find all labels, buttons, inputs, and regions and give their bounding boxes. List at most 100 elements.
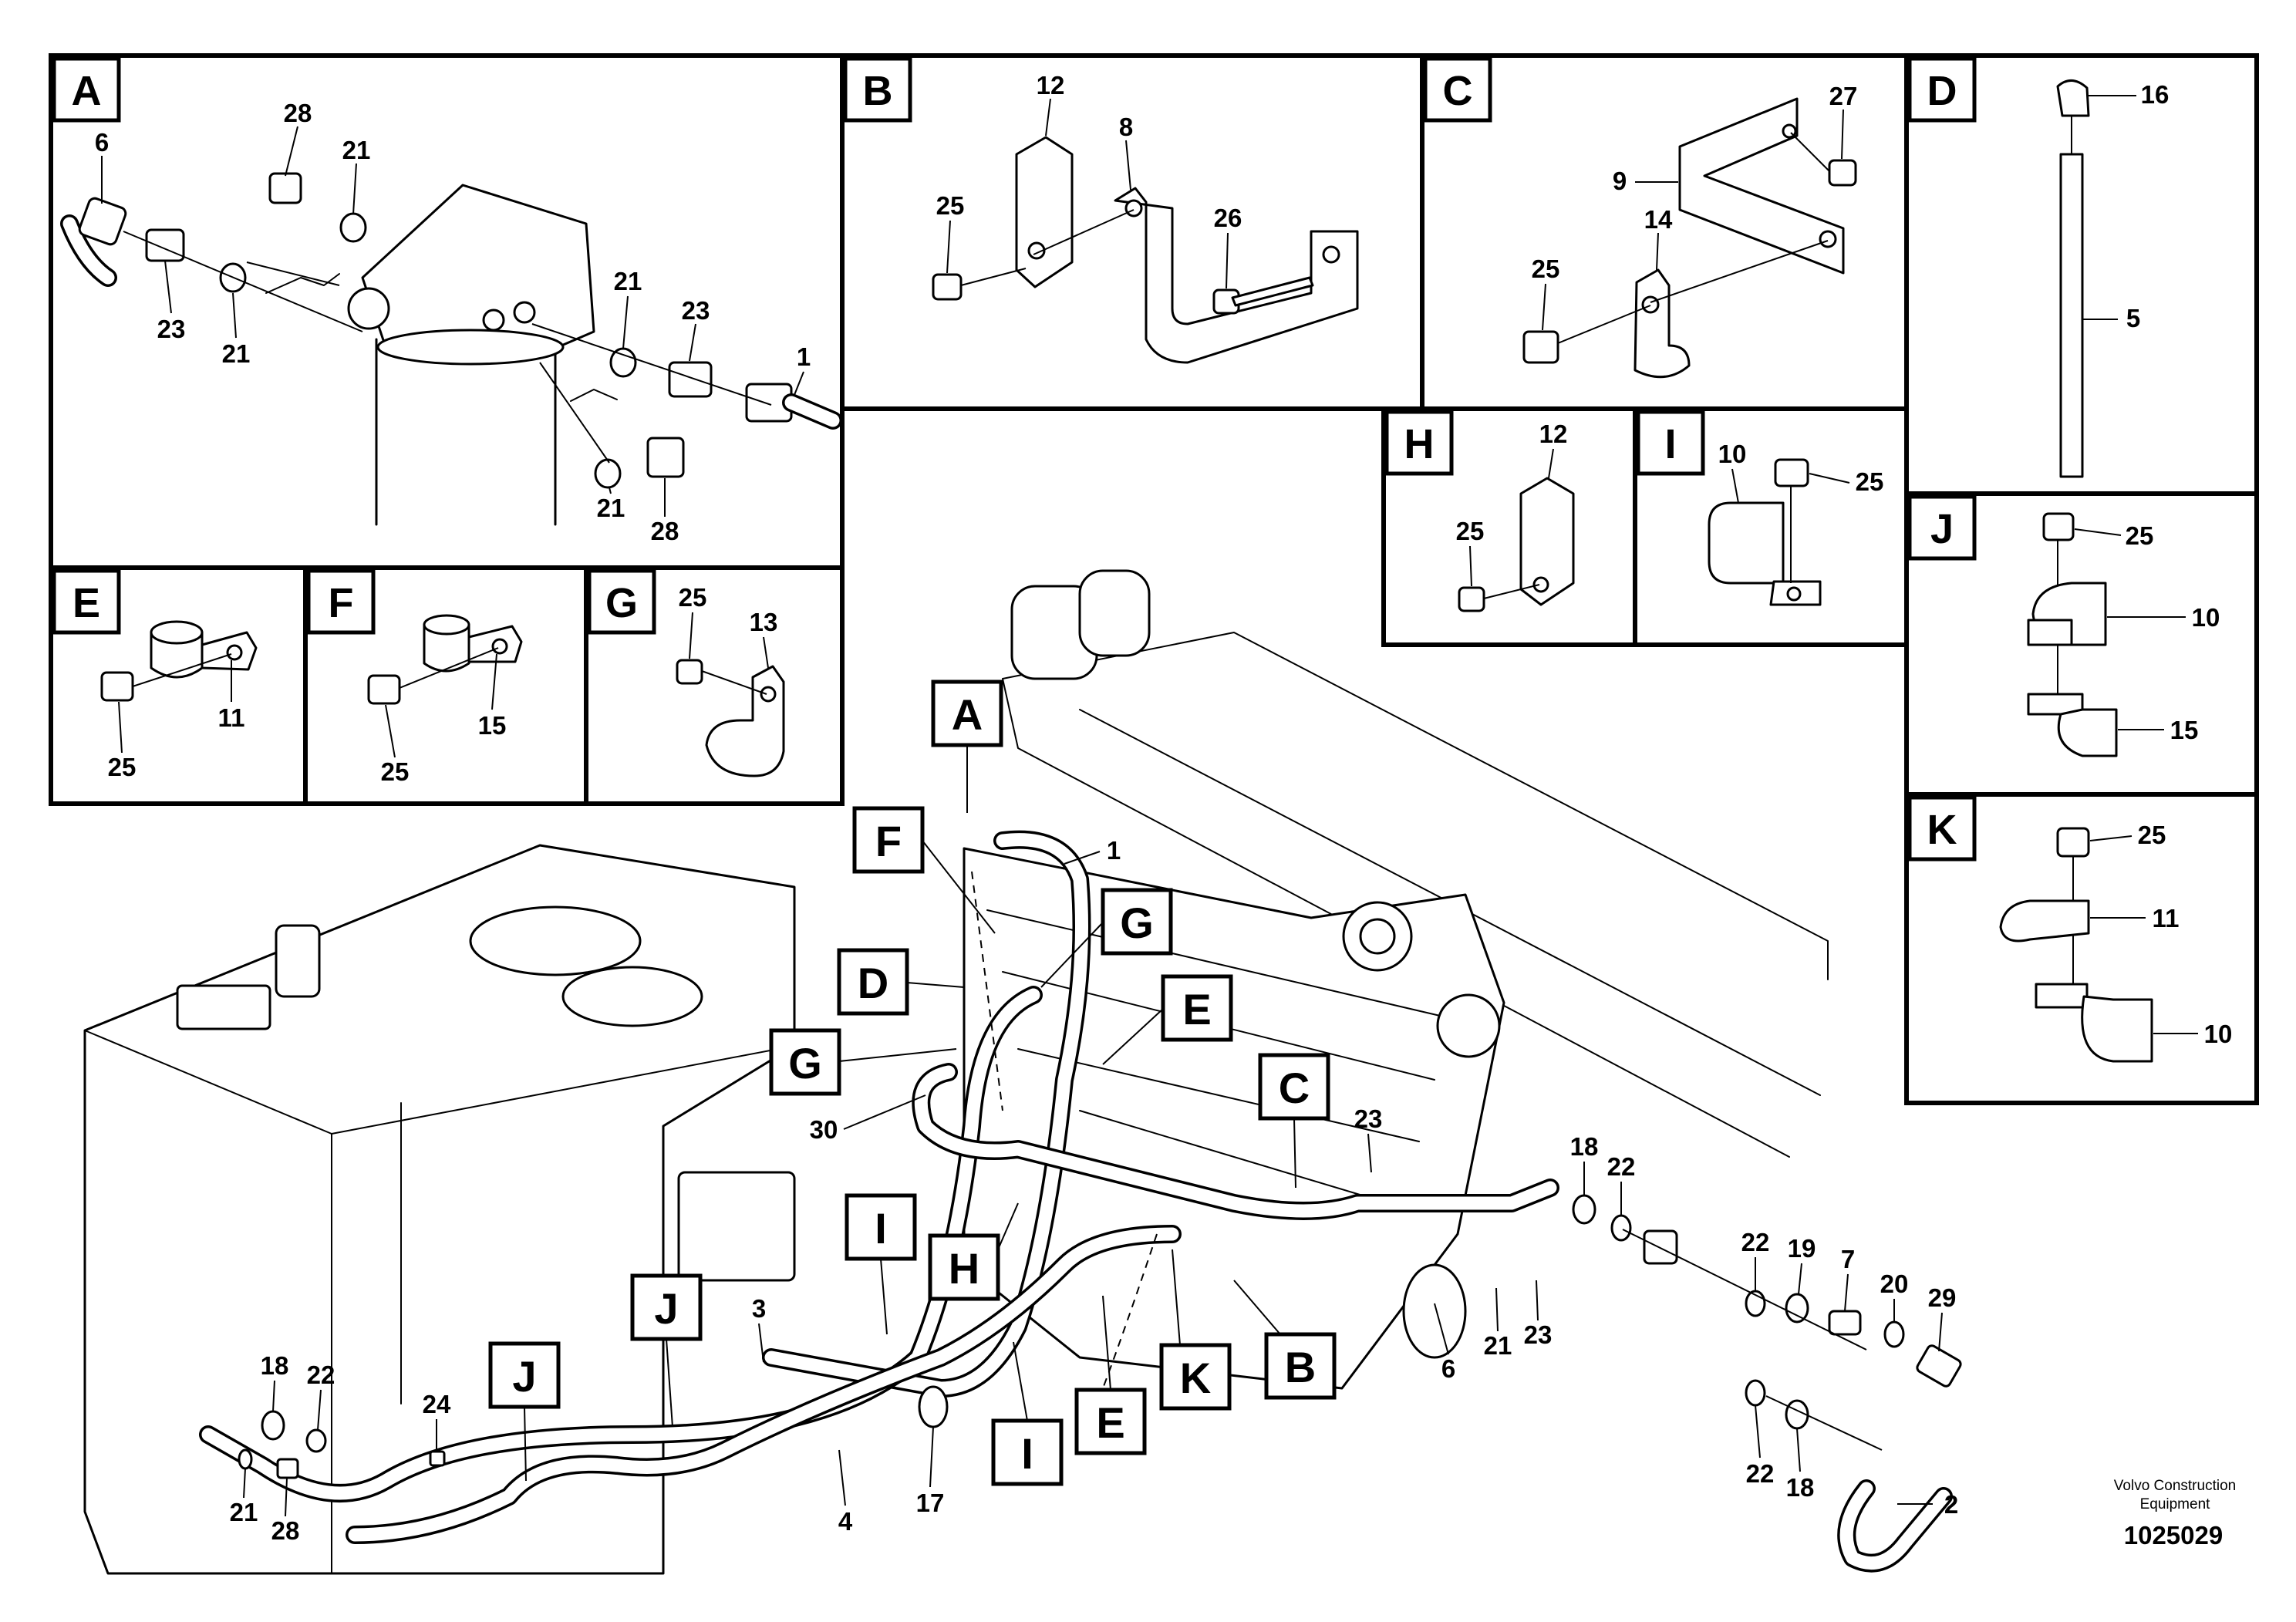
panel-b-letter: B xyxy=(863,68,893,114)
screw-25-c xyxy=(1522,330,1559,364)
callout-c-14: 14 xyxy=(1644,205,1673,234)
screw-27 xyxy=(1828,159,1857,187)
location-label-e-upper: E xyxy=(1182,985,1211,1034)
callout-d-16: 16 xyxy=(2141,80,2170,109)
location-label-k: K xyxy=(1180,1354,1211,1402)
callout-main-21-left: 21 xyxy=(230,1498,258,1526)
callout-b-12: 12 xyxy=(1037,71,1065,99)
filter-port-1 xyxy=(482,309,505,332)
panel-i-letter: I xyxy=(1664,421,1676,467)
washer-21-top xyxy=(339,212,367,243)
callout-h-12: 12 xyxy=(1539,420,1568,448)
location-label-h: H xyxy=(949,1244,979,1293)
callout-main-21: 21 xyxy=(1484,1331,1512,1360)
screw-25-j xyxy=(2042,512,2075,541)
callout-a-28-bottom: 28 xyxy=(651,517,679,545)
filter-bowl-top xyxy=(376,329,565,366)
location-label-f: F xyxy=(875,817,902,865)
callout-a-21-bottom: 21 xyxy=(597,494,625,522)
adapter-23-left xyxy=(145,228,185,262)
filter-body xyxy=(375,338,557,526)
location-label-g-lower: G xyxy=(788,1039,822,1088)
callout-main-18-left: 18 xyxy=(261,1351,289,1380)
callout-f-15: 15 xyxy=(478,711,507,740)
clip-24 xyxy=(429,1450,446,1467)
callout-main-6: 6 xyxy=(1441,1354,1455,1383)
callout-c-27: 27 xyxy=(1829,82,1858,110)
callout-a-1: 1 xyxy=(797,342,811,371)
panel-c-letter: C xyxy=(1443,68,1473,114)
washer-21-bottom-left xyxy=(238,1448,253,1470)
filter-cap xyxy=(347,287,390,330)
adapter-7 xyxy=(1828,1310,1862,1336)
screw-25-e xyxy=(100,671,134,702)
callout-e-11: 11 xyxy=(218,703,245,732)
plug-28-bottom xyxy=(646,437,685,478)
callout-b-25: 25 xyxy=(936,191,965,220)
callout-a-28-top: 28 xyxy=(284,99,312,127)
location-label-i-left: I xyxy=(875,1204,887,1253)
callout-f-25: 25 xyxy=(381,757,410,786)
panel-k-letter: K xyxy=(1927,807,1957,853)
callout-c-25: 25 xyxy=(1532,255,1560,283)
panel-callouts: 28 21 6 23 21 21 23 1 21 28 12 8 25 26 2… xyxy=(95,71,2233,1048)
callout-a-21-left: 21 xyxy=(222,339,251,368)
panel-a-letter: A xyxy=(72,68,102,114)
callout-g-25: 25 xyxy=(679,583,707,612)
washer-21-bottom xyxy=(594,458,622,489)
callout-b-8: 8 xyxy=(1119,113,1133,141)
main-assembly-illustration xyxy=(83,569,1962,1575)
callout-main-23-lower: 23 xyxy=(1524,1320,1553,1349)
bolt-18-left xyxy=(261,1410,285,1441)
bracket-8 xyxy=(1114,187,1359,364)
panel-g-letter: G xyxy=(605,580,638,626)
clamp-12 xyxy=(1015,136,1074,288)
washer-22-left xyxy=(305,1428,327,1453)
callout-j-10: 10 xyxy=(2192,603,2220,632)
panel-b-illustration xyxy=(932,136,1359,364)
location-label-b: B xyxy=(1285,1343,1316,1391)
panel-d-letter: D xyxy=(1927,68,1957,114)
bracket-9 xyxy=(1678,97,1845,275)
callout-main-18-upper: 18 xyxy=(1570,1132,1599,1161)
callout-h-25: 25 xyxy=(1456,517,1485,545)
engine-cover xyxy=(1436,993,1501,1058)
panel-f-letter: F xyxy=(329,580,354,626)
callout-a-23-right: 23 xyxy=(682,296,710,325)
clamp-15-f xyxy=(423,623,470,673)
callout-main-24: 24 xyxy=(423,1390,451,1418)
union-20 xyxy=(1883,1320,1905,1348)
location-label-i-right: I xyxy=(1021,1429,1033,1478)
callout-main-4: 4 xyxy=(838,1507,853,1536)
bolt-18-upper xyxy=(1572,1194,1596,1225)
union-19 xyxy=(1785,1293,1809,1324)
tank-cover-2 xyxy=(561,966,703,1027)
plug-28-bottom-left xyxy=(276,1458,299,1479)
callout-g-13: 13 xyxy=(750,608,778,636)
callout-a-6: 6 xyxy=(95,128,109,157)
location-label-g-upper: G xyxy=(1120,899,1154,947)
drawing-number: 1025029 xyxy=(2124,1521,2223,1549)
callout-main-30: 30 xyxy=(810,1115,838,1144)
callout-k-25: 25 xyxy=(2138,821,2166,849)
callout-i-10: 10 xyxy=(1718,440,1747,468)
hose-routes xyxy=(199,830,1953,1573)
credit-line-2: Equipment xyxy=(2140,1496,2211,1512)
screw-25-h xyxy=(1458,586,1485,612)
callout-k-11: 11 xyxy=(2153,904,2180,932)
bolt-26-shank xyxy=(1231,276,1314,307)
callout-main-29: 29 xyxy=(1928,1283,1957,1312)
washer-22-lower xyxy=(1745,1379,1766,1407)
location-label-d: D xyxy=(858,959,888,1007)
panel-g-frame xyxy=(584,565,845,806)
elbow-29 xyxy=(1916,1344,1962,1388)
callout-main-7: 7 xyxy=(1841,1245,1855,1273)
panel-f-illustration xyxy=(367,614,523,705)
callout-main-23-upper: 23 xyxy=(1354,1104,1383,1133)
credit-line-1: Volvo Construction xyxy=(2114,1478,2236,1494)
clamp-14 xyxy=(1633,268,1691,379)
screw-25-k xyxy=(2056,827,2090,858)
tank-breather xyxy=(275,924,321,998)
screw-25-f xyxy=(367,674,401,705)
